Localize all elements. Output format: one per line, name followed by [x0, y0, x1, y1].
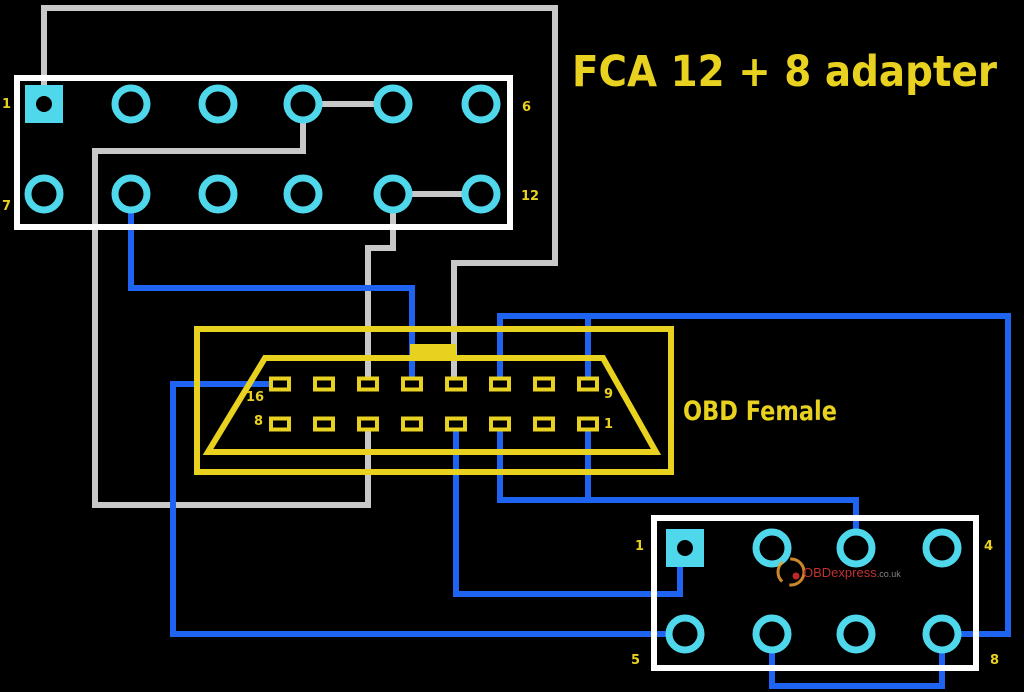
obd-female-label: OBD Female [683, 396, 837, 427]
wire-h12pin11-to-obd [365, 194, 396, 384]
obd-outline-outer [194, 326, 674, 475]
header8-pad-2 [752, 528, 792, 568]
header12-pad-3 [198, 84, 238, 124]
header8-label-pin5: 5 [631, 653, 640, 668]
wire-obd-to-h8pin8 [497, 313, 1011, 637]
obd-pin-15 [533, 416, 555, 432]
watermark-logo-dot [792, 572, 800, 580]
wire-h8pin6-to-pin8 [769, 634, 945, 689]
obd-outline-trapezoid [202, 355, 662, 455]
obd-label-pin16: 16 [246, 390, 264, 405]
header8-pad-8 [922, 614, 962, 654]
header12-pad-11 [373, 174, 413, 214]
header12-pad-2 [111, 84, 151, 124]
wire-obd-to-h8pin3 [497, 424, 859, 548]
watermark-text: OBDexpress.co.uk [803, 565, 901, 580]
obd-pin-14 [489, 416, 511, 432]
obd-pin-4 [401, 376, 423, 392]
header8-pad-4 [922, 528, 962, 568]
header8-outline [651, 515, 979, 671]
header8-label-pin1: 1 [635, 539, 644, 554]
blue-wires [128, 194, 1011, 689]
header12-pad-9 [198, 174, 238, 214]
header12-pad-hole-1 [36, 96, 52, 112]
obd-pin-6 [489, 376, 511, 392]
header8-pad-7 [836, 614, 876, 654]
header12-pad-12 [461, 174, 501, 214]
header8-pad-3 [836, 528, 876, 568]
wire-obd-to-h8pin1 [453, 424, 683, 597]
header12-pad-8 [111, 174, 151, 214]
header12-label-pin1: 1 [2, 97, 11, 112]
obd-label-pin1: 1 [604, 417, 613, 432]
header8-pad-5 [665, 614, 705, 654]
obd-pin-13 [445, 416, 467, 432]
obd-pin-7 [533, 376, 555, 392]
obd-key-tab [410, 344, 456, 359]
obd-pin-11 [357, 416, 379, 432]
header12-label-pin7: 7 [2, 199, 11, 214]
wire-h12pin1-to-obd [41, 5, 558, 384]
header8-label-pin8: 8 [990, 653, 999, 668]
header12-pad-4 [283, 84, 323, 124]
wire-h12pin8-to-obd [128, 194, 415, 384]
gray-wires [41, 5, 558, 508]
obd-pin-12 [401, 416, 423, 432]
watermark-logo-icon [776, 557, 806, 587]
header8-label-pin4: 4 [984, 539, 993, 554]
header8-pad-6 [752, 614, 792, 654]
obd-female-connector: 16 9 8 1 [194, 326, 674, 475]
obd-pins [269, 376, 599, 432]
fca-12-pin-header: 1 6 7 12 [2, 75, 539, 230]
obd-pin-1 [269, 376, 291, 392]
obd-label-pin8: 8 [254, 414, 263, 429]
wire-h12pin4-to-obd [92, 104, 371, 508]
header8-pads [665, 528, 962, 654]
obd-pin-10 [313, 416, 335, 432]
wire-obd-to-h8pin5 [170, 381, 685, 637]
header8-pad-hole-1 [677, 540, 693, 556]
fca-8-pin-header: 1 4 5 8 [631, 515, 999, 671]
header12-label-pin12: 12 [521, 189, 539, 204]
header12-pad-10 [283, 174, 323, 214]
header12-pads [24, 84, 501, 214]
obd-pin-9 [269, 416, 291, 432]
obd-pin-3 [357, 376, 379, 392]
header12-outline [14, 75, 513, 230]
header12-pad-6 [461, 84, 501, 124]
header12-pad-7 [24, 174, 64, 214]
header12-pad-5 [373, 84, 413, 124]
obdexpress-watermark: OBDexpress.co.uk [776, 557, 901, 587]
header12-label-pin6: 6 [522, 100, 531, 115]
obd-pin-5 [445, 376, 467, 392]
diagram-title: FCA 12 + 8 adapter [572, 47, 998, 97]
obd-pin-2 [313, 376, 335, 392]
obd-label-pin9: 9 [604, 387, 613, 402]
watermark-suffix: .co.uk [877, 569, 902, 579]
obd-pin-8 [577, 376, 599, 392]
obd-pin-16 [577, 416, 599, 432]
